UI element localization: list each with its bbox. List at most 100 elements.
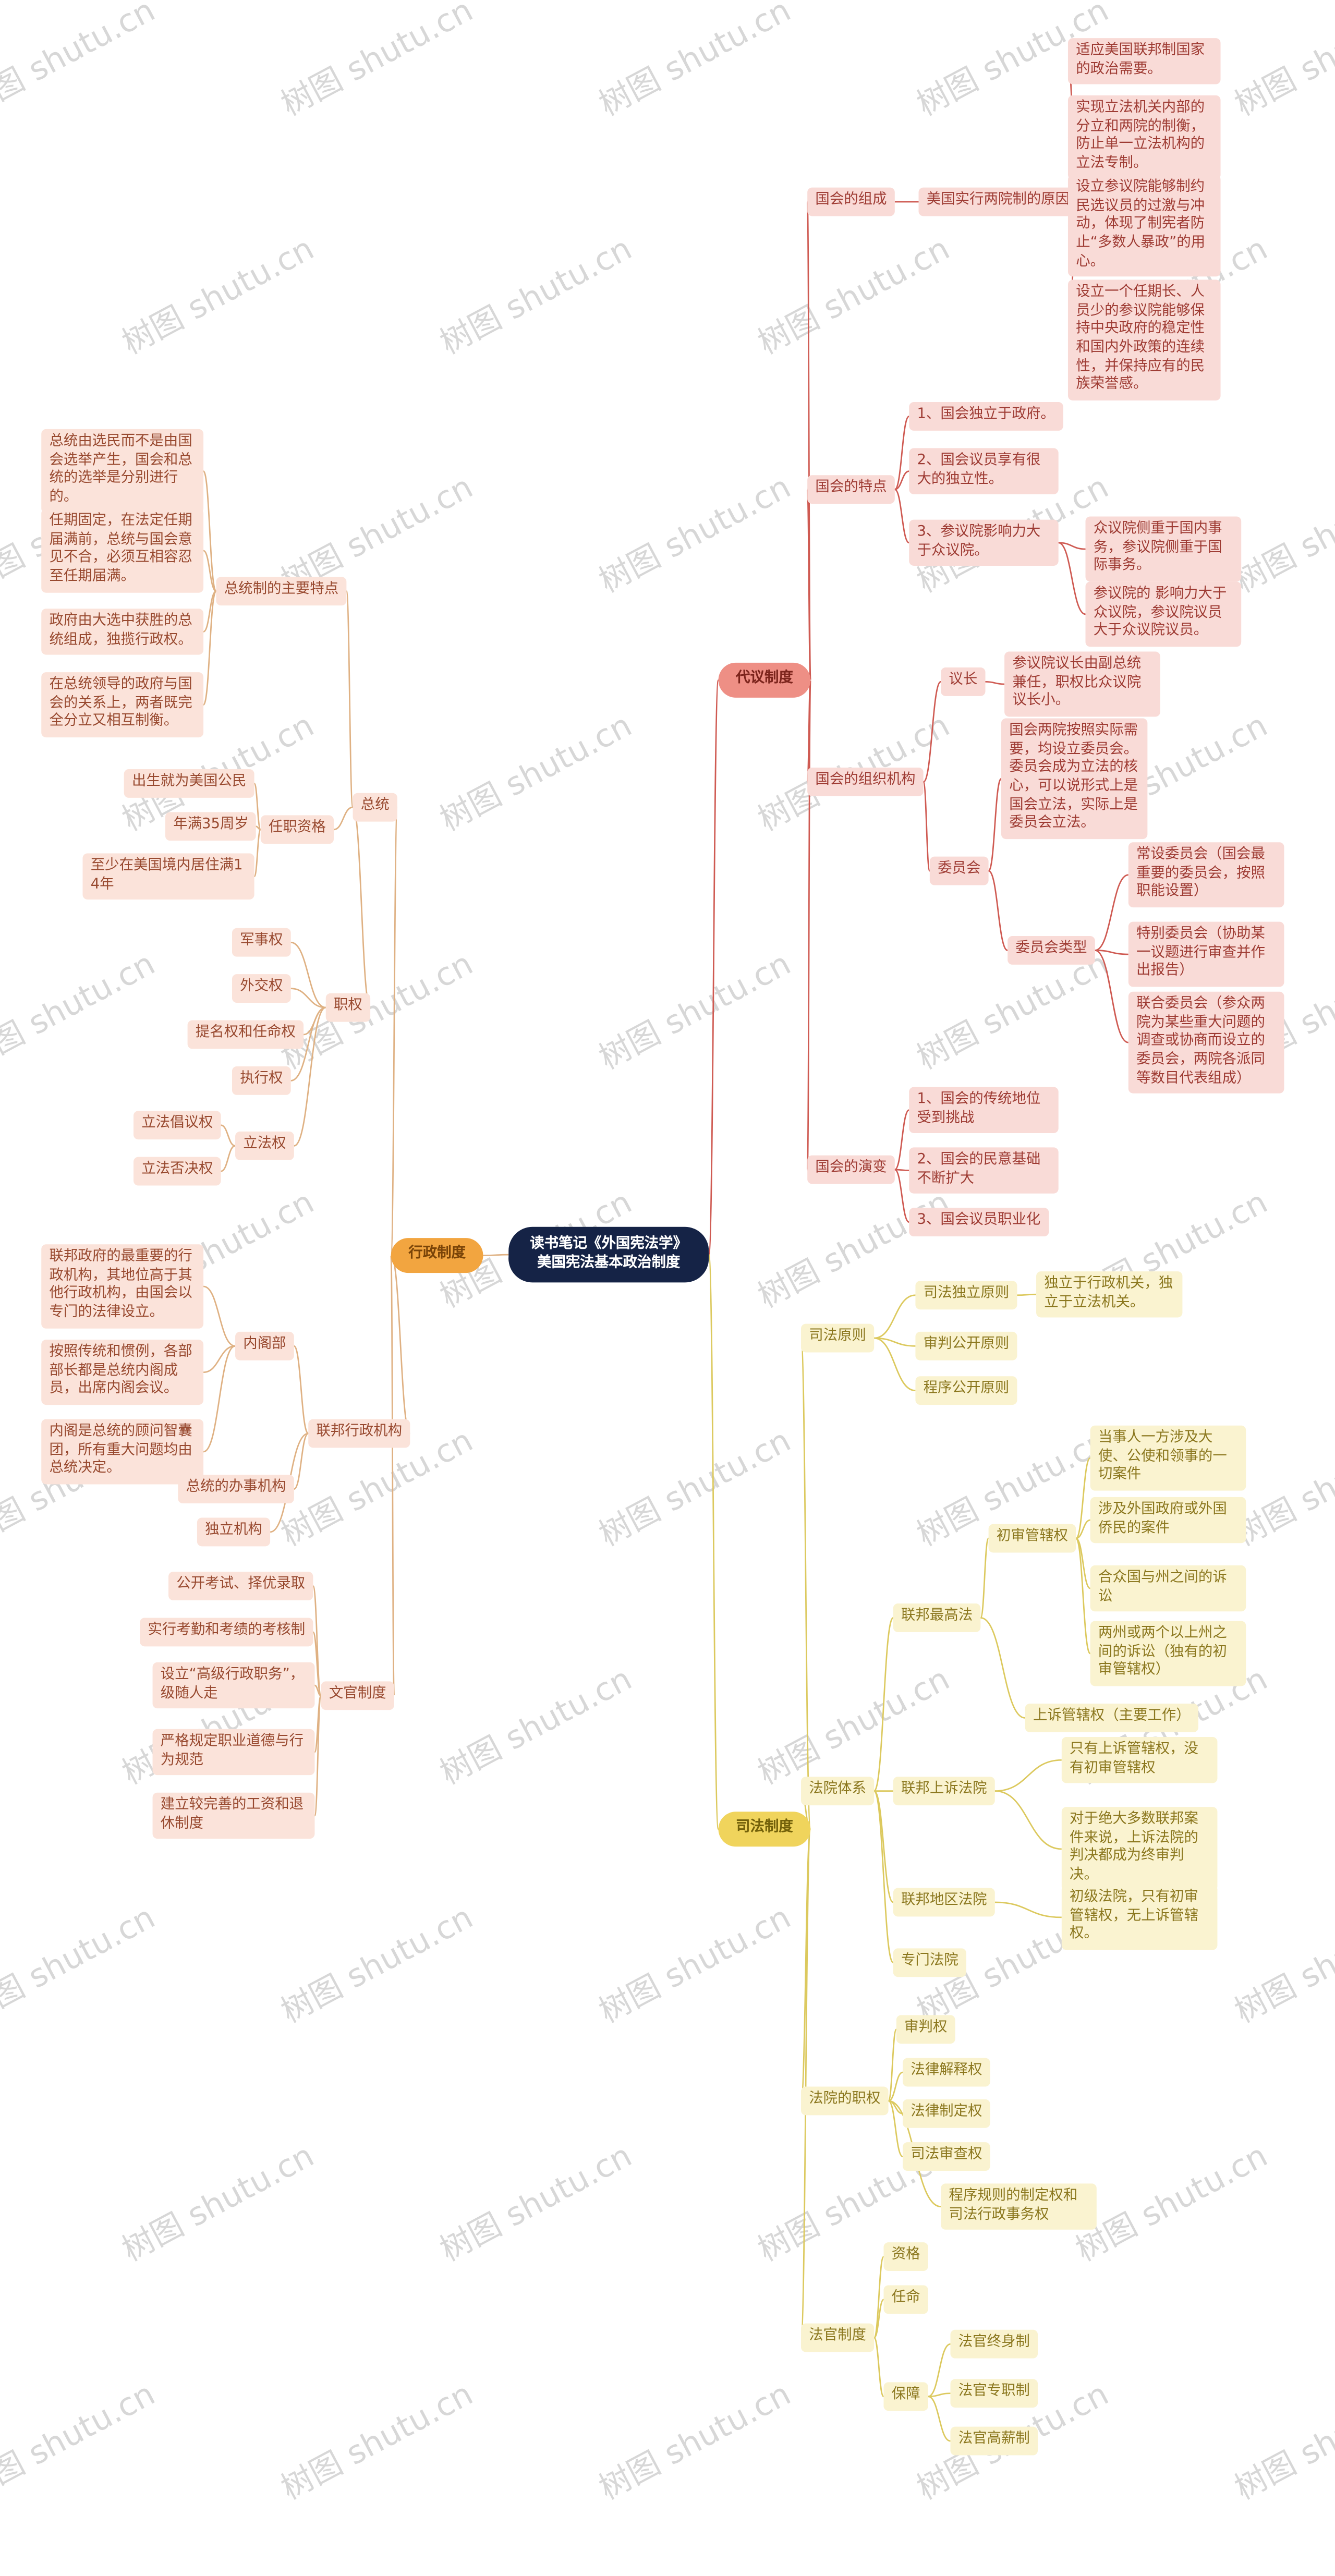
node-special-courts[interactable]: 专门法院 (893, 1948, 966, 1977)
node-civil-service-4[interactable]: 严格规定职业道德与行为规范 (152, 1729, 315, 1776)
node-executive-office[interactable]: 总统的办事机构 (178, 1475, 294, 1503)
node-diplomatic-power[interactable]: 外交权 (232, 974, 291, 1003)
node-bicameral-reason-4[interactable]: 设立一个任期长、人员少的参议院能够保持中央政府的稳定性和国内外政策的连续性，并保… (1067, 280, 1221, 401)
node-committee-types[interactable]: 委员会类型 (1008, 936, 1095, 964)
branch-administrative-system[interactable]: 行政制度 (391, 1238, 483, 1273)
node-presidential-feature-2[interactable]: 任期固定，在法定任期届满前，总统与国会意见不合，必须互相容忍至任期届满。 (41, 508, 204, 592)
edge-c1-c1cx (874, 1337, 916, 1392)
node-joint-committee[interactable]: 联合委员会（参众两院为某些重大问题的调查或协商而设立的委员会，两院各派同等数目代… (1128, 991, 1284, 1095)
node-judicial-independence[interactable]: 司法独立原则 (915, 1281, 1017, 1309)
central-topic[interactable]: 读书笔记《外国宪法学》 美国宪法基本政治制度 (508, 1226, 709, 1283)
node-appeals-court[interactable]: 联邦上诉法院 (893, 1777, 995, 1805)
node-presidential-feature-4[interactable]: 在总统领导的政府与国会的关系上，两者既完全分立又相互制衡。 (41, 672, 204, 738)
node-original-case-3[interactable]: 合众国与州之间的诉讼 (1090, 1565, 1246, 1612)
node-original-case-2[interactable]: 涉及外国政府或外国侨民的案件 (1090, 1497, 1246, 1544)
branch-judicial-system[interactable]: 司法制度 (718, 1812, 811, 1846)
node-legislative-veto[interactable]: 立法否决权 (133, 1157, 221, 1185)
node-cabinet-note-2[interactable]: 按照传统和惯例，各部部长都是总统内阁成员，出席内阁会议。 (41, 1340, 204, 1405)
node-civil-service-1[interactable]: 公开考试、择优录取 (168, 1572, 313, 1600)
node-judge-high-salary[interactable]: 法官高薪制 (950, 2426, 1038, 2455)
edge-c1-c1sp (874, 1337, 916, 1347)
node-congress-feature-2[interactable]: 2、国会议员享有很大的独立性。 (909, 448, 1059, 495)
edge-pA-a4 (806, 679, 811, 1171)
node-bicameral-reason-1[interactable]: 适应美国联邦制国家的政治需要。 (1067, 38, 1221, 85)
node-presidential-feature-1[interactable]: 总统由选民而不是由国会选举产生，国会和总统的选举是分别进行的。 (41, 429, 204, 513)
node-president[interactable]: 总统 (353, 793, 397, 821)
node-independent-agencies[interactable]: 独立机构 (197, 1517, 271, 1546)
node-court-system[interactable]: 法院体系 (800, 1777, 875, 1805)
node-civil-service-3[interactable]: 设立“高级行政职务”，级随人走 (152, 1662, 315, 1709)
node-judicial-review-power[interactable]: 司法审查权 (903, 2142, 990, 2171)
node-executive-power[interactable]: 执行权 (232, 1066, 291, 1095)
node-cabinet-departments[interactable]: 内阁部 (235, 1331, 294, 1360)
node-civil-service-2[interactable]: 实行考勤和考绩的考核制 (140, 1618, 313, 1646)
node-special-committee[interactable]: 特别委员会（协助某一议题进行审查并作出报告） (1128, 921, 1284, 987)
node-law-making-power[interactable]: 法律制定权 (903, 2099, 990, 2128)
node-judge-life-tenure[interactable]: 法官终身制 (950, 2329, 1038, 2358)
edge-c4bz-c4bz3 (928, 2396, 951, 2442)
node-qualification-residency[interactable]: 至少在美国境内居住满14年 (82, 853, 254, 901)
node-legislative-initiative[interactable]: 立法倡议权 (133, 1111, 221, 1139)
node-speaker[interactable]: 议长 (941, 667, 986, 696)
node-judicial-principles[interactable]: 司法原则 (800, 1323, 875, 1352)
node-cabinet-note-3[interactable]: 内阁是总统的顾问智囊团，所有重大问题均由总统决定。 (41, 1419, 204, 1485)
node-court-powers[interactable]: 法院的职权 (800, 2086, 889, 2115)
node-appeals-court-note-1[interactable]: 只有上诉管辖权，没有初审管辖权 (1061, 1737, 1218, 1784)
node-original-case-4[interactable]: 两州或两个以上州之间的诉讼（独有的初审管辖权） (1090, 1621, 1246, 1686)
node-civil-service-5[interactable]: 建立较完善的工资和退休制度 (152, 1792, 315, 1840)
node-congress-feature-1[interactable]: 1、国会独立于政府。 (909, 402, 1063, 430)
node-legislative-power[interactable]: 立法权 (235, 1131, 294, 1160)
node-bicameral-reason-2[interactable]: 实现立法机关内部的分立和两院的制衡，防止单一立法机构的立法专制。 (1067, 95, 1221, 179)
node-senate-house-focus[interactable]: 众议院侧重于国内事务，参议院侧重于国际事务。 (1085, 516, 1242, 582)
node-judge-qualification[interactable]: 资格 (883, 2242, 928, 2271)
node-standing-committee[interactable]: 常设委员会（国会最重要的委员会，按照职能设置） (1128, 842, 1284, 908)
node-open-trial-principle[interactable]: 审判公开原则 (915, 1331, 1017, 1360)
node-presidential-features[interactable]: 总统制的主要特点 (216, 577, 347, 605)
node-qualification-citizen[interactable]: 出生就为美国公民 (124, 769, 254, 797)
node-civil-service[interactable]: 文官制度 (321, 1681, 394, 1710)
node-district-court[interactable]: 联邦地区法院 (893, 1888, 995, 1916)
node-trial-power[interactable]: 审判权 (896, 2015, 955, 2044)
node-military-power[interactable]: 军事权 (232, 928, 291, 956)
node-evolution-2[interactable]: 2、国会的民意基础不断扩大 (909, 1147, 1059, 1194)
node-evolution-3[interactable]: 3、国会议员职业化 (909, 1208, 1049, 1236)
node-original-case-1[interactable]: 当事人一方涉及大使、公使和领事的一切案件 (1090, 1425, 1246, 1491)
node-qualification-age[interactable]: 年满35周岁 (165, 812, 257, 841)
node-supreme-court[interactable]: 联邦最高法 (893, 1603, 981, 1632)
node-congress-composition[interactable]: 国会的组成 (807, 187, 895, 216)
node-bicameral-reasons[interactable]: 美国实行两院制的原因 (918, 187, 1078, 216)
node-open-procedure-principle[interactable]: 程序公开原则 (915, 1376, 1017, 1405)
node-appellate-jurisdiction[interactable]: 上诉管辖权（主要工作） (1025, 1704, 1198, 1732)
branch-representative-system[interactable]: 代议制度 (718, 662, 811, 697)
node-nomination-appointment-power[interactable]: 提名权和任命权 (187, 1020, 304, 1049)
node-congress-features[interactable]: 国会的特点 (807, 475, 895, 504)
node-qualifications[interactable]: 任职资格 (260, 815, 334, 844)
node-judge-guarantee[interactable]: 保障 (883, 2382, 928, 2411)
node-evolution-1[interactable]: 1、国会的传统地位受到挑战 (909, 1087, 1059, 1134)
node-senate-influence[interactable]: 参议院的 影响力大于众议院，参议院议员大于众议院议员。 (1085, 581, 1242, 647)
node-federal-agencies[interactable]: 联邦行政机构 (308, 1419, 410, 1448)
node-judicial-independence-note[interactable]: 独立于行政机关，独立于立法机关。 (1036, 1271, 1183, 1318)
node-cabinet-note-1[interactable]: 联邦政府的最重要的行政机构，其地位高于其他行政机构，由国会以专门的法律设立。 (41, 1244, 204, 1329)
node-appeals-court-note-2[interactable]: 对于绝大多数联邦案件来说，上诉法院的判决都成为终审判决。 (1061, 1807, 1218, 1891)
node-district-court-note[interactable]: 初级法院，只有初审管辖权，无上诉管辖权。 (1061, 1885, 1218, 1950)
node-original-jurisdiction[interactable]: 初审管辖权 (988, 1524, 1076, 1552)
node-judge-appointment[interactable]: 任命 (883, 2285, 928, 2314)
node-presidential-powers[interactable]: 职权 (325, 993, 371, 1022)
node-law-interpretation-power[interactable]: 法律解释权 (903, 2058, 990, 2086)
edge-b0-b1 (346, 590, 354, 808)
node-congress-evolution[interactable]: 国会的演变 (807, 1155, 895, 1184)
node-committee[interactable]: 委员会 (929, 856, 989, 885)
edge-c4bz-c4bz1 (928, 2343, 951, 2398)
node-judge-full-time[interactable]: 法官专职制 (950, 2379, 1038, 2408)
node-bicameral-reason-3[interactable]: 设立参议院能够制约民选议员的过激与冲动，体现了制宪者防止“多数人暴政”的用心。 (1067, 175, 1221, 277)
edge-pC-c4 (800, 1828, 811, 2339)
node-congress-feature-3[interactable]: 3、参议院影响力大于众议院。 (909, 519, 1059, 567)
node-congress-organization[interactable]: 国会的组织机构 (807, 767, 924, 796)
node-procedural-admin-power[interactable]: 程序规则的制定权和司法行政事务权 (941, 2183, 1097, 2230)
node-presidential-feature-3[interactable]: 政府由大选中获胜的总统组成，独揽行政权。 (41, 609, 204, 655)
node-committee-note[interactable]: 国会两院按照实际需要，均设立委员会。委员会成为立法的核心，可以说形式上是国会立法… (1001, 718, 1148, 840)
edge-c3-c3i1 (888, 2028, 897, 2102)
node-judge-system[interactable]: 法官制度 (800, 2323, 875, 2352)
node-speaker-note[interactable]: 参议院议长由副总统兼任，职权比众议院议长小。 (1004, 651, 1160, 717)
